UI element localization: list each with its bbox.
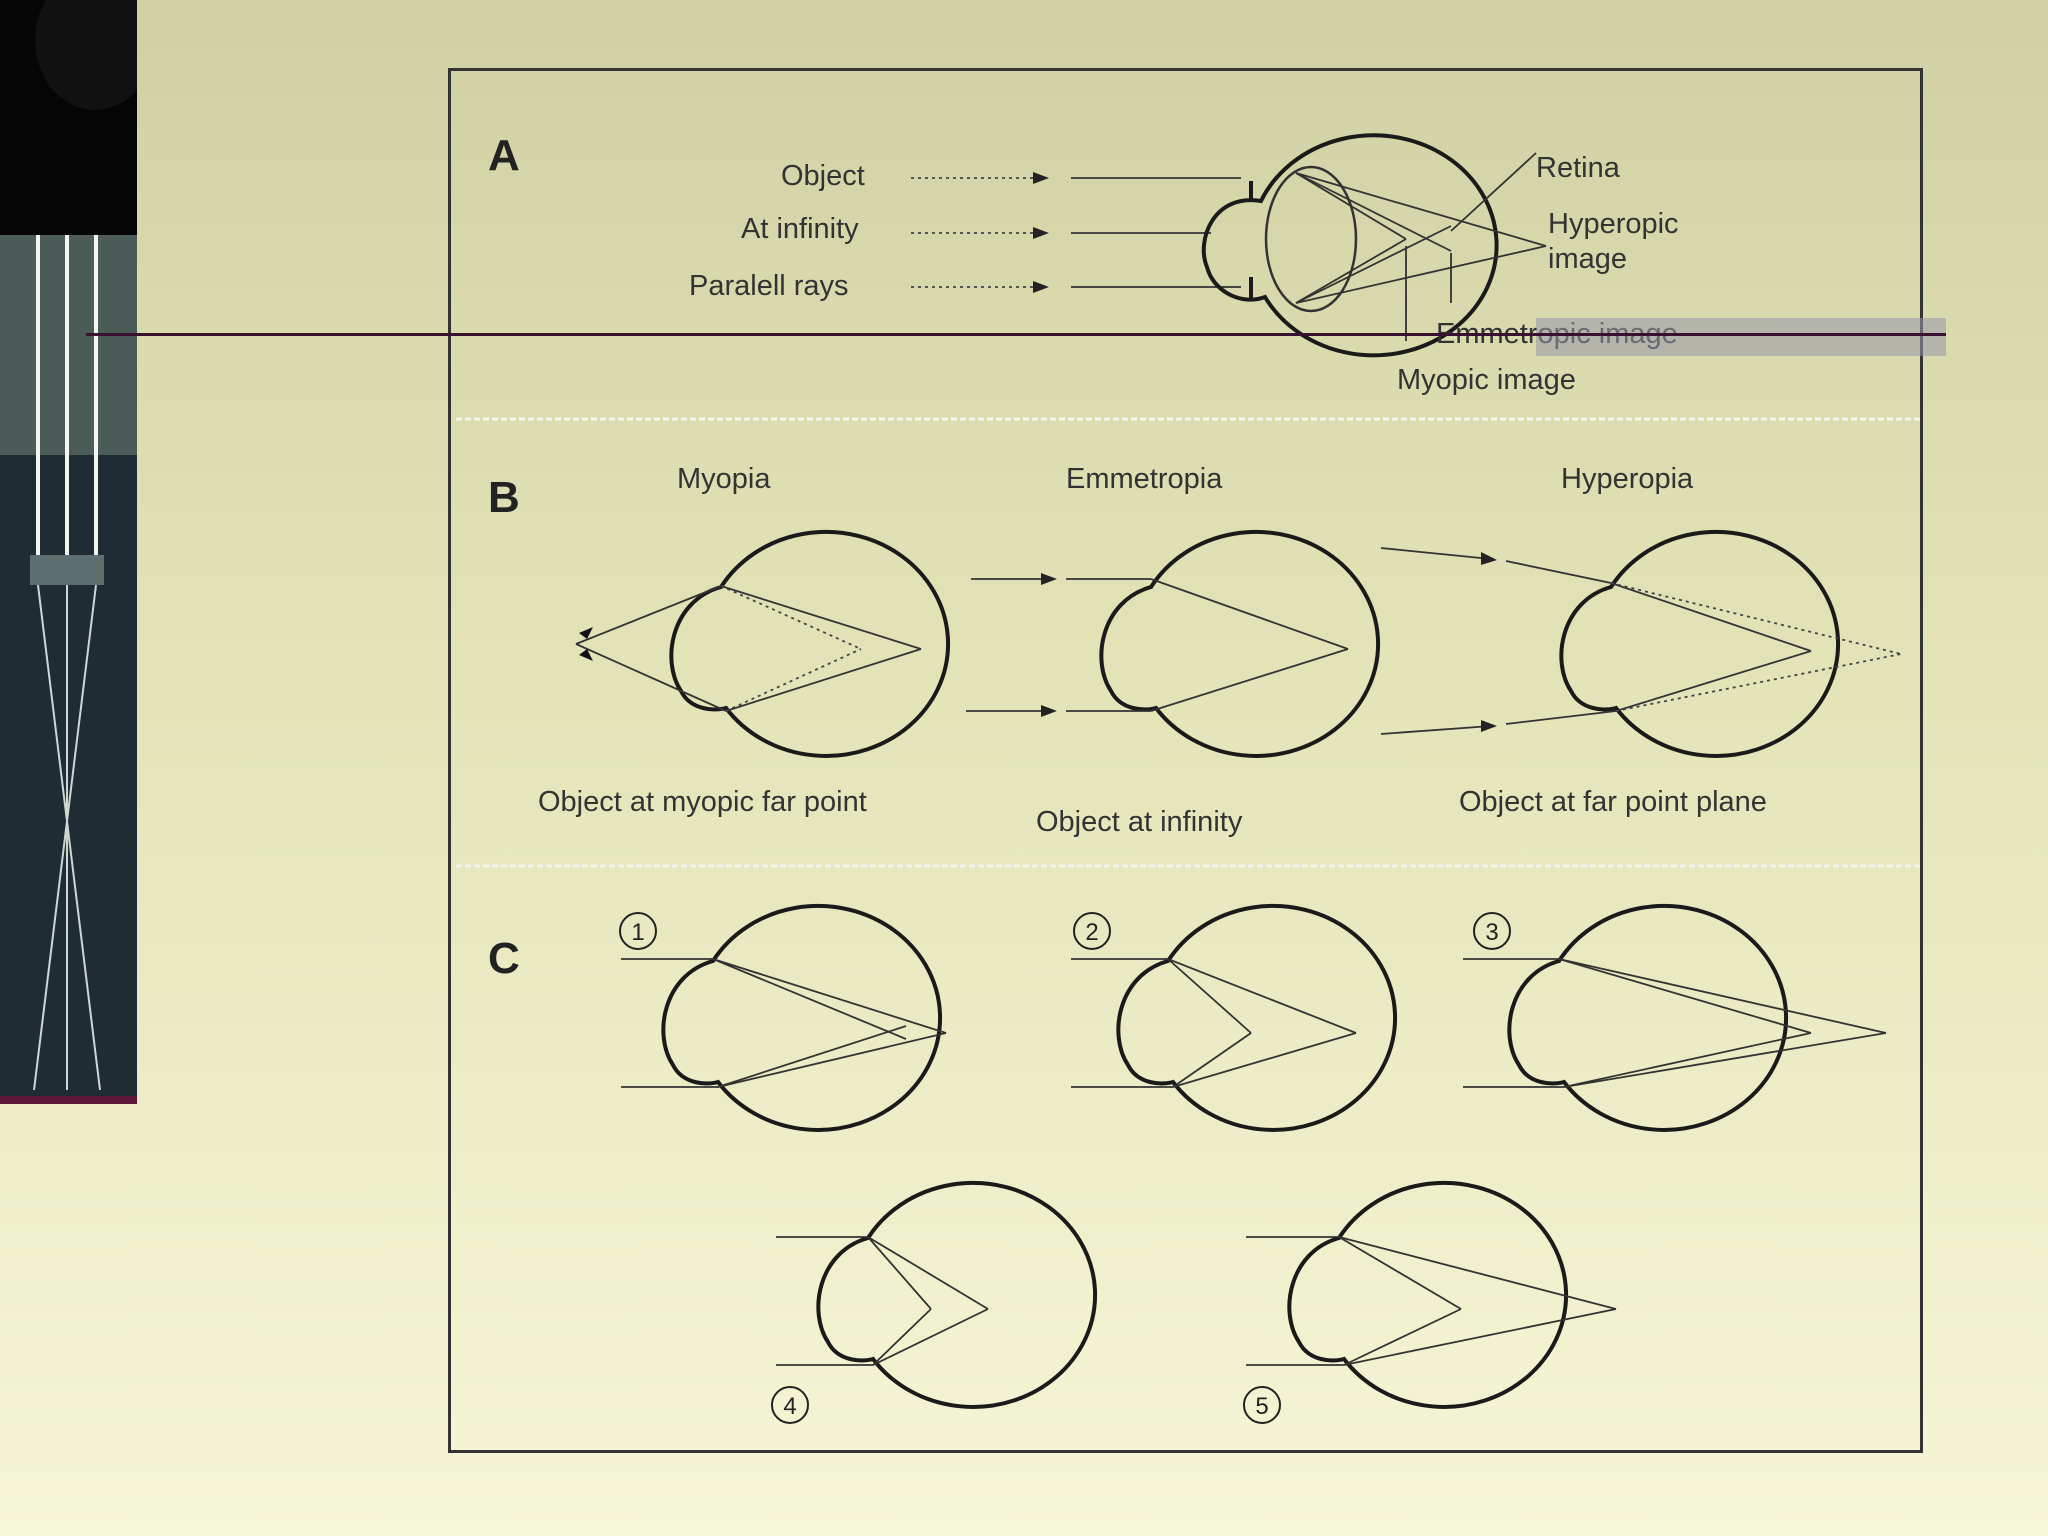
case-1-eye-diagram: 1	[620, 906, 946, 1130]
case-5-number: 5	[1255, 1393, 1268, 1420]
slide-horizontal-line	[86, 333, 1946, 336]
selection-highlight	[1536, 318, 1946, 356]
panel-a-rays	[911, 172, 1241, 293]
case-3-number: 3	[1485, 919, 1498, 946]
case-5-eye-diagram: 5	[1244, 1183, 1616, 1423]
case-2-number: 2	[1085, 919, 1098, 946]
refraction-figure: A Object At infinity Paralell rays	[448, 68, 1923, 1453]
case-4-number: 4	[783, 1393, 796, 1420]
object-label: Object	[781, 160, 865, 192]
case-4-eye-diagram: 4	[772, 1183, 1095, 1423]
panel-a-letter: A	[488, 131, 520, 180]
case-2-eye-diagram: 2	[1071, 906, 1395, 1130]
hyperopia-caption: Object at far point plane	[1459, 786, 1767, 818]
retina-label: Retina	[1536, 152, 1621, 184]
parallel-rays-label: Paralell rays	[689, 270, 849, 302]
emmetropia-title: Emmetropia	[1066, 463, 1223, 495]
hyperopia-title: Hyperopia	[1561, 463, 1694, 495]
emmetropia-eye-diagram	[966, 532, 1378, 756]
infinity-label: At infinity	[741, 213, 859, 245]
light-rays-photo	[0, 0, 137, 1104]
myopia-caption: Object at myopic far point	[538, 786, 867, 818]
panel-b-letter: B	[488, 473, 520, 522]
case-3-eye-diagram: 3	[1463, 906, 1886, 1130]
myopia-eye-diagram	[576, 532, 948, 756]
emmetropia-caption: Object at infinity	[1036, 806, 1243, 838]
hyperopic-label-line2: image	[1548, 243, 1627, 275]
myopic-label: Myopic image	[1397, 364, 1576, 396]
hyperopia-eye-diagram	[1381, 532, 1901, 756]
hyperopic-label-line1: Hyperopic	[1548, 208, 1679, 240]
panel-c-letter: C	[488, 934, 520, 983]
myopia-title: Myopia	[677, 463, 771, 495]
case-1-number: 1	[631, 919, 644, 946]
